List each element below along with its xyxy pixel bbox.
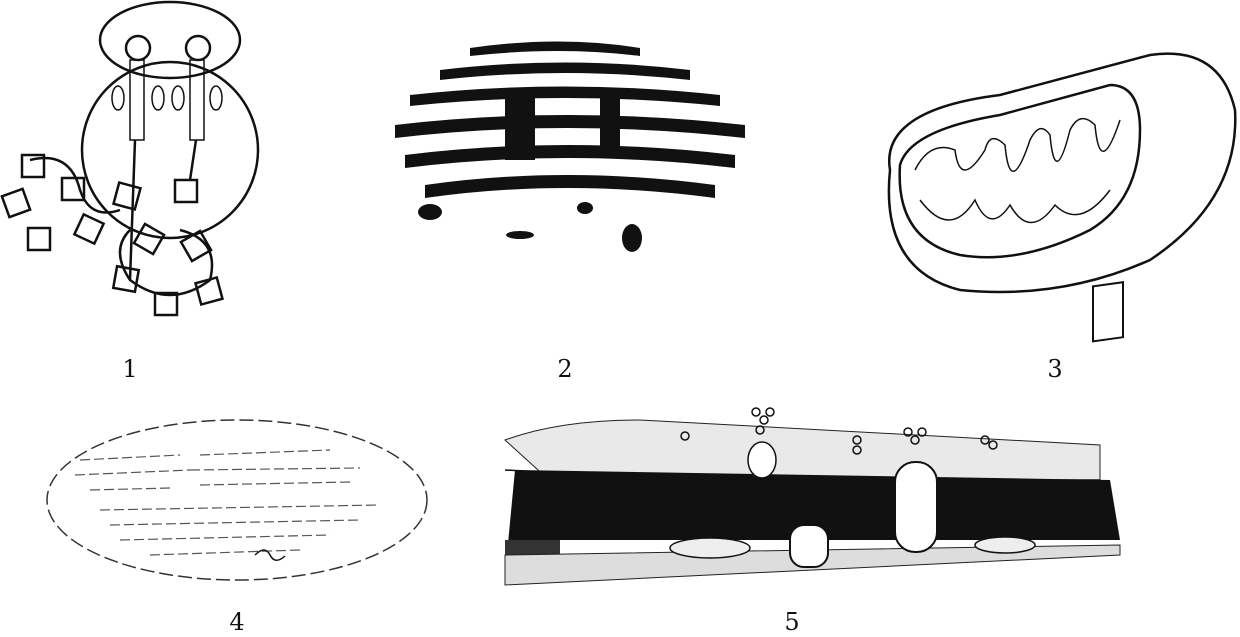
figure-2-label: 2	[557, 355, 572, 383]
figure-3-label: 3	[1047, 355, 1062, 383]
figure-5-membrane	[504, 281, 1124, 586]
figure-5-label: 5	[784, 608, 799, 636]
figure-2-golgi	[395, 41, 745, 252]
figure-3-mitochondrion	[887, 52, 1237, 294]
figure-4-chloroplast	[46, 419, 428, 581]
figure-4-label: 4	[229, 608, 244, 636]
figure-1-ribosome	[0, 0, 260, 317]
figure-1-label: 1	[122, 355, 137, 383]
